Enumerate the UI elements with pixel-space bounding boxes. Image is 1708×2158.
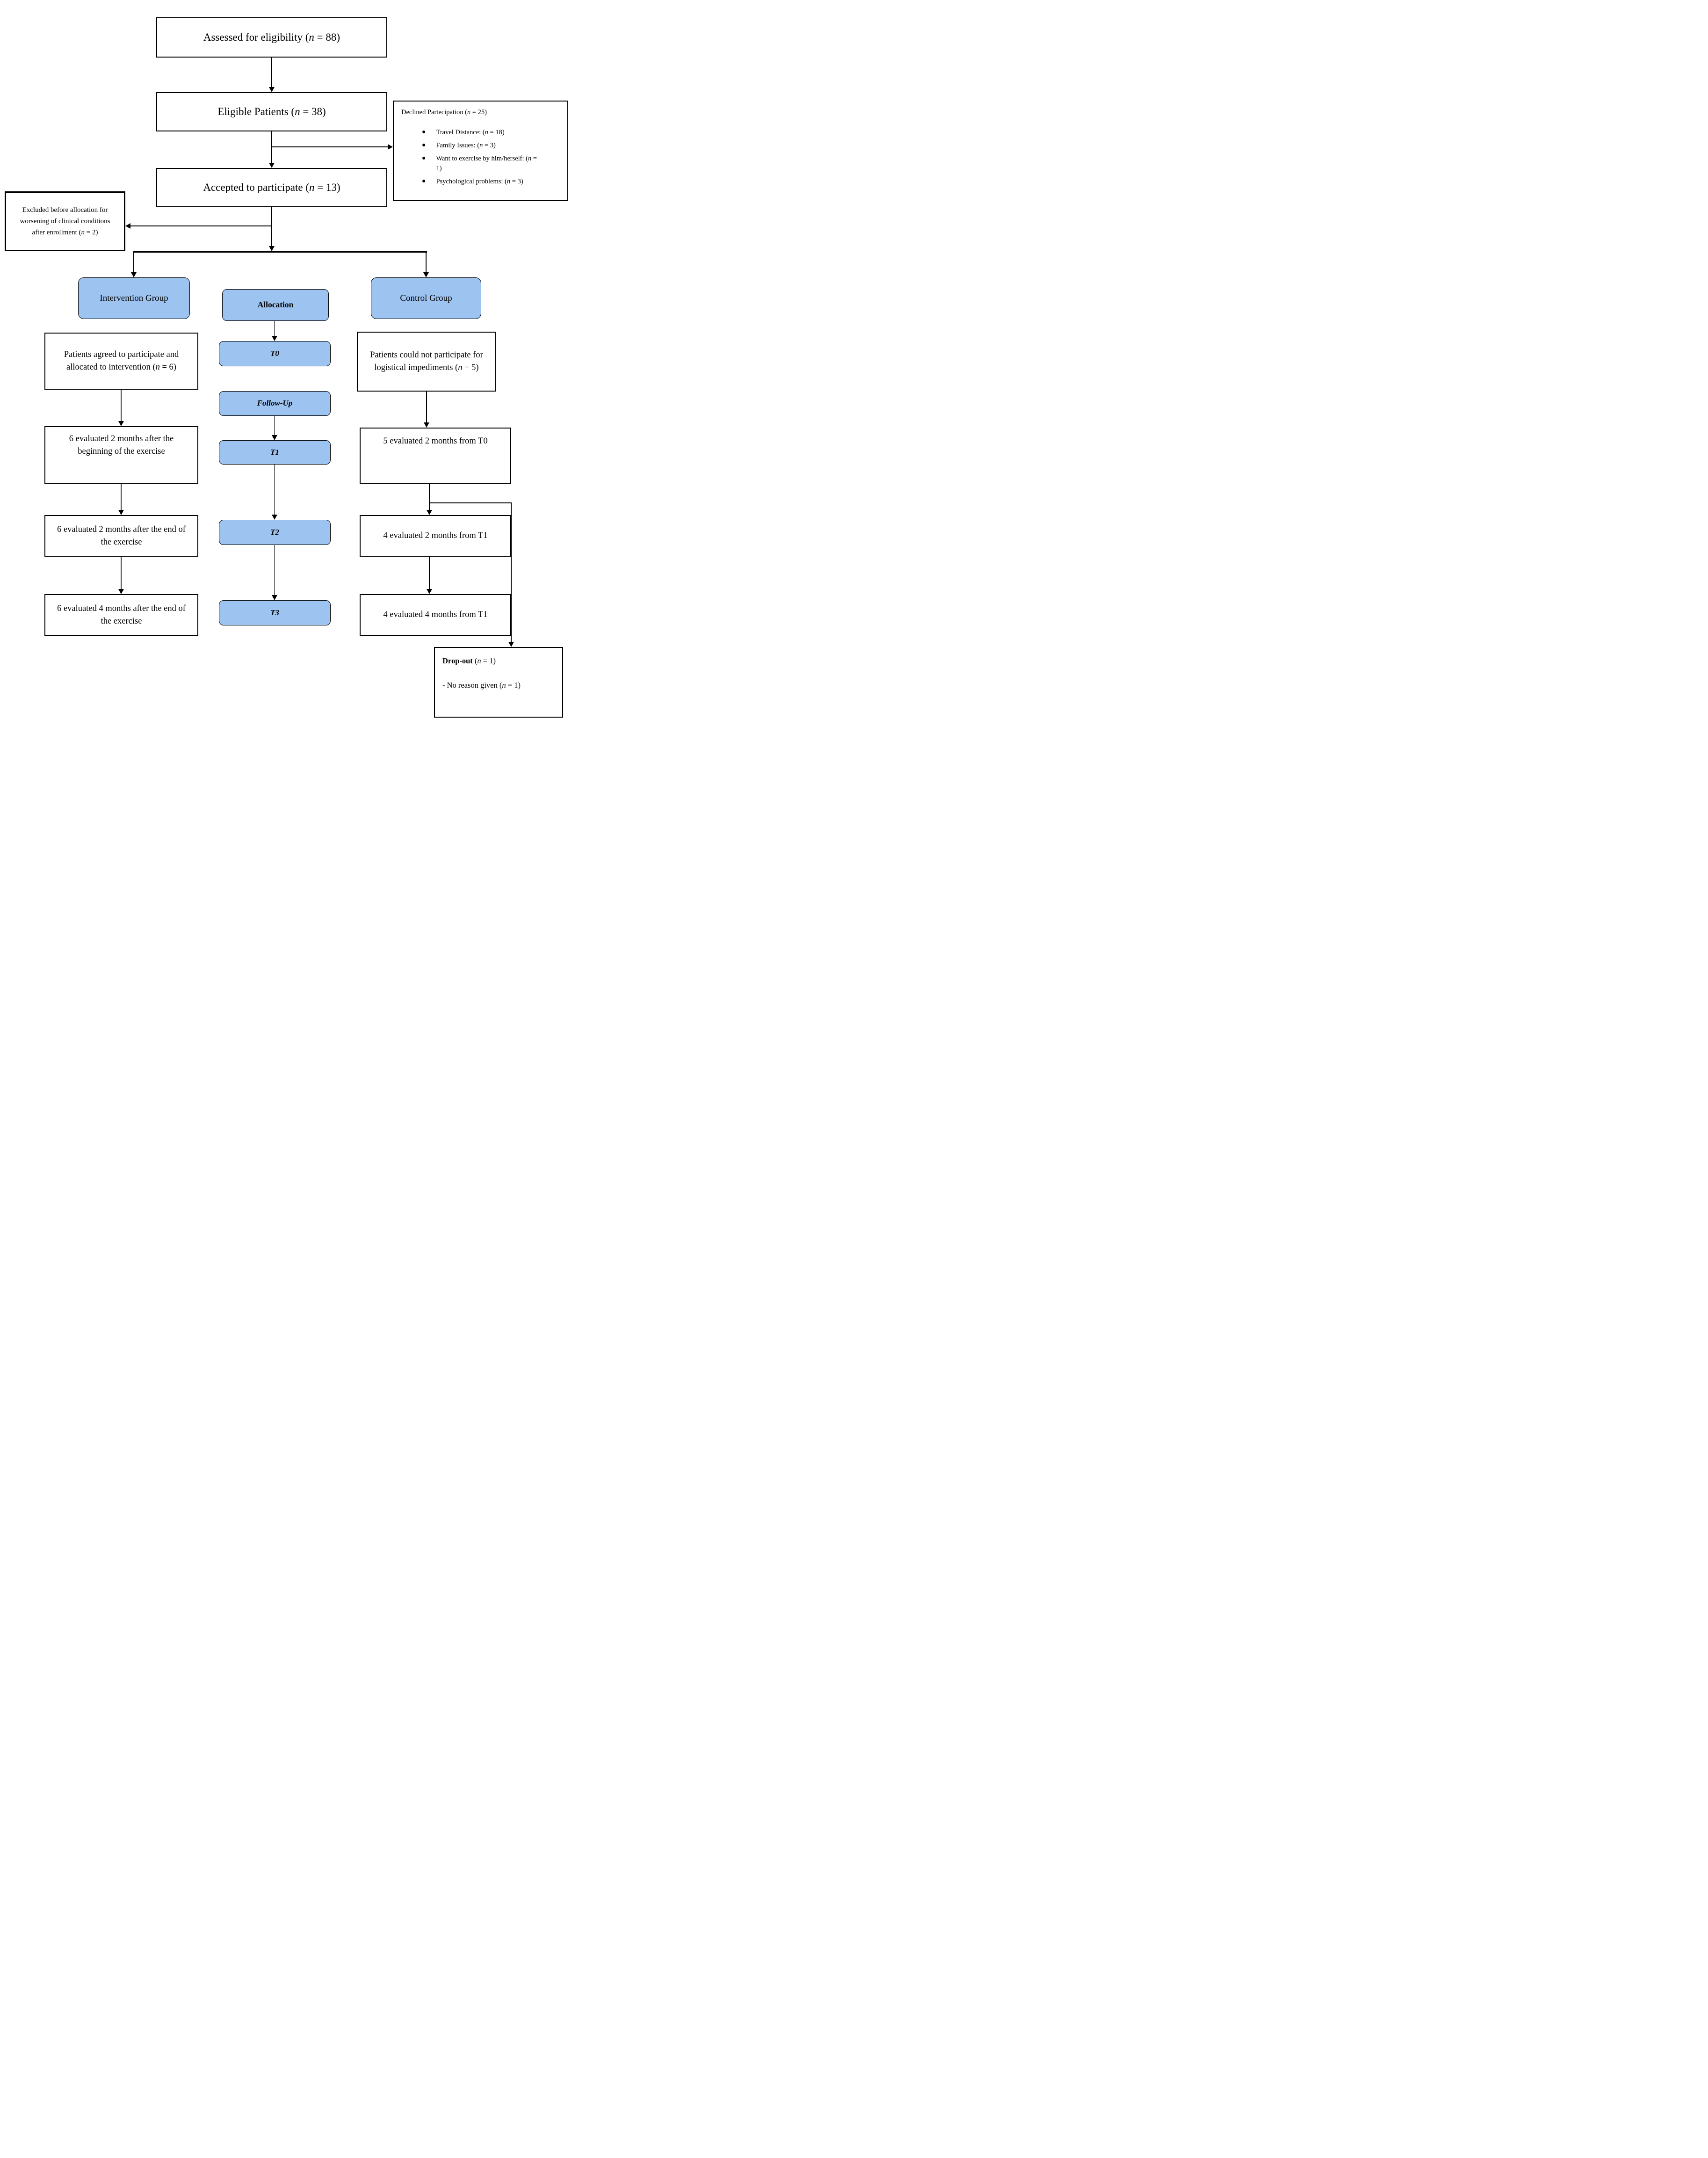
intervention-step-label: Patients agreed to participate and alloc… xyxy=(64,350,179,372)
node-control-group: Control Group xyxy=(371,277,481,319)
node-intervention-group: Intervention Group xyxy=(78,277,190,319)
connector-branch-dropout-vertical xyxy=(511,502,512,643)
node-excluded-label: Excluded before allocation for worsening… xyxy=(20,206,110,236)
arrowhead-intervention-3 xyxy=(118,510,124,515)
node-intervention-step-1: Patients agreed to participate and alloc… xyxy=(44,333,198,390)
dropout-reason: - No reason given (n = 1) xyxy=(442,680,521,690)
control-step-label: 4 evaluated 2 months from T1 xyxy=(383,531,488,541)
dropout-title-line: Drop-out (n = 1) xyxy=(442,655,496,667)
arrowhead-into-excluded xyxy=(125,223,130,229)
connector-accepted-split xyxy=(271,207,272,247)
node-intervention-step-4: 6 evaluated 4 months after the end of th… xyxy=(44,594,198,636)
intervention-step-label: 6 evaluated 4 months after the end of th… xyxy=(57,603,186,626)
arrowhead-into-intervention-group xyxy=(131,272,137,277)
consort-flow-diagram: Assessed for eligibility (n = 88) Eligib… xyxy=(0,0,570,719)
bullet-icon: ● xyxy=(422,155,426,162)
node-excluded: Excluded before allocation for worsening… xyxy=(5,191,125,251)
declined-reason-list: ● Travel Distance: (n = 18) ● Family Iss… xyxy=(401,128,538,187)
dropout-title: Drop-out xyxy=(442,656,473,665)
node-control-step-4: 4 evaluated 4 months from T1 xyxy=(360,594,511,636)
arrowhead-into-eligible xyxy=(269,87,275,92)
connector-branch-declined xyxy=(272,146,389,147)
connector-intervention-3-4 xyxy=(121,557,122,590)
node-timepoint-t1: T1 xyxy=(219,440,331,465)
node-accepted-label: Accepted to participate (n = 13) xyxy=(203,182,340,194)
control-step-label: 4 evaluated 4 months from T1 xyxy=(383,610,488,620)
arrowhead-into-declined xyxy=(388,144,393,150)
bullet-icon: ● xyxy=(422,129,426,136)
control-step-label: Patients could not participate for logis… xyxy=(370,350,483,372)
node-control-step-2: 5 evaluated 2 months from T0 xyxy=(360,428,511,484)
connector-t2-t3 xyxy=(274,545,275,596)
connector-intervention-2-3 xyxy=(121,484,122,511)
timepoint-label: Follow-Up xyxy=(257,399,293,408)
intervention-step-label: 6 evaluated 2 months after the end of th… xyxy=(57,524,186,547)
connector-split-control xyxy=(426,252,427,273)
connector-control-1-2 xyxy=(426,392,427,423)
arrowhead-into-t3 xyxy=(272,595,277,600)
allocation-label: Allocation xyxy=(257,300,294,310)
declined-title: Declined Partecipation (n = 25) xyxy=(401,109,487,116)
arrowhead-into-t1 xyxy=(272,435,277,440)
connector-followup-t1 xyxy=(274,416,275,436)
connector-allocation-t0 xyxy=(274,321,275,337)
timepoint-label: T3 xyxy=(270,608,279,617)
arrowhead-into-dropout xyxy=(508,642,514,647)
control-step-label: 5 evaluated 2 months from T0 xyxy=(383,436,488,446)
connector-split-intervention xyxy=(133,252,134,273)
arrowhead-into-t0 xyxy=(272,336,277,341)
timepoint-label: T2 xyxy=(270,527,279,537)
list-item: ● Travel Distance: (n = 18) xyxy=(422,128,538,138)
node-timepoint-t3: T3 xyxy=(219,600,331,625)
node-eligible-label: Eligible Patients (n = 38) xyxy=(217,106,326,118)
connector-assessed-eligible xyxy=(271,58,272,88)
arrowhead-into-control-group xyxy=(423,272,429,277)
timepoint-label: T1 xyxy=(270,447,279,457)
node-allocation: Allocation xyxy=(222,289,329,321)
node-timepoint-followup: Follow-Up xyxy=(219,391,331,416)
declined-reason: Family Issues: (n = 3) xyxy=(436,142,496,150)
connector-control-3-4 xyxy=(429,557,430,590)
intervention-step-label: 6 evaluated 2 months after the beginning… xyxy=(69,434,174,456)
list-item: ● Psychological problems: (n = 3) xyxy=(422,177,538,187)
arrowhead-control-2 xyxy=(424,422,429,428)
timepoint-label: T0 xyxy=(270,349,279,358)
declined-reason: Want to exercise by him/herself: (n = 1) xyxy=(436,155,537,173)
arrowhead-into-split-bar xyxy=(269,246,275,251)
intervention-group-label: Intervention Group xyxy=(100,293,168,303)
arrowhead-intervention-2 xyxy=(118,421,124,426)
node-timepoint-t0: T0 xyxy=(219,341,331,366)
node-assessed-label: Assessed for eligibility (n = 88) xyxy=(203,31,340,44)
node-control-step-1: Patients could not participate for logis… xyxy=(357,332,496,392)
declined-reason: Psychological problems: (n = 3) xyxy=(436,178,523,186)
connector-branch-excluded xyxy=(130,225,272,226)
connector-t1-t2 xyxy=(274,465,275,516)
dropout-n: (n = 1) xyxy=(474,656,496,665)
node-intervention-step-3: 6 evaluated 2 months after the end of th… xyxy=(44,515,198,557)
control-group-label: Control Group xyxy=(400,293,452,303)
node-eligible: Eligible Patients (n = 38) xyxy=(156,92,387,131)
node-intervention-step-2: 6 evaluated 2 months after the beginning… xyxy=(44,426,198,484)
node-assessed: Assessed for eligibility (n = 88) xyxy=(156,17,387,58)
arrowhead-control-3 xyxy=(427,510,432,515)
declined-reason: Travel Distance: (n = 18) xyxy=(436,129,505,137)
node-accepted: Accepted to participate (n = 13) xyxy=(156,168,387,207)
arrowhead-control-4 xyxy=(427,589,432,594)
list-item: ● Want to exercise by him/herself: (n = … xyxy=(422,154,538,174)
node-dropout: Drop-out (n = 1) - No reason given (n = … xyxy=(434,647,563,718)
connector-branch-dropout-horizontal xyxy=(429,502,512,503)
node-control-step-3: 4 evaluated 2 months from T1 xyxy=(360,515,511,557)
node-timepoint-t2: T2 xyxy=(219,520,331,545)
arrowhead-into-accepted xyxy=(269,163,275,168)
list-item: ● Family Issues: (n = 3) xyxy=(422,141,538,151)
connector-control-2-3 xyxy=(429,484,430,511)
arrowhead-into-t2 xyxy=(272,515,277,520)
bullet-icon: ● xyxy=(422,178,426,185)
bullet-icon: ● xyxy=(422,142,426,149)
node-declined: Declined Partecipation (n = 25) ● Travel… xyxy=(393,101,568,201)
split-bar xyxy=(133,251,427,253)
arrowhead-intervention-4 xyxy=(118,589,124,594)
connector-eligible-accepted xyxy=(271,131,272,164)
connector-intervention-1-2 xyxy=(121,390,122,422)
